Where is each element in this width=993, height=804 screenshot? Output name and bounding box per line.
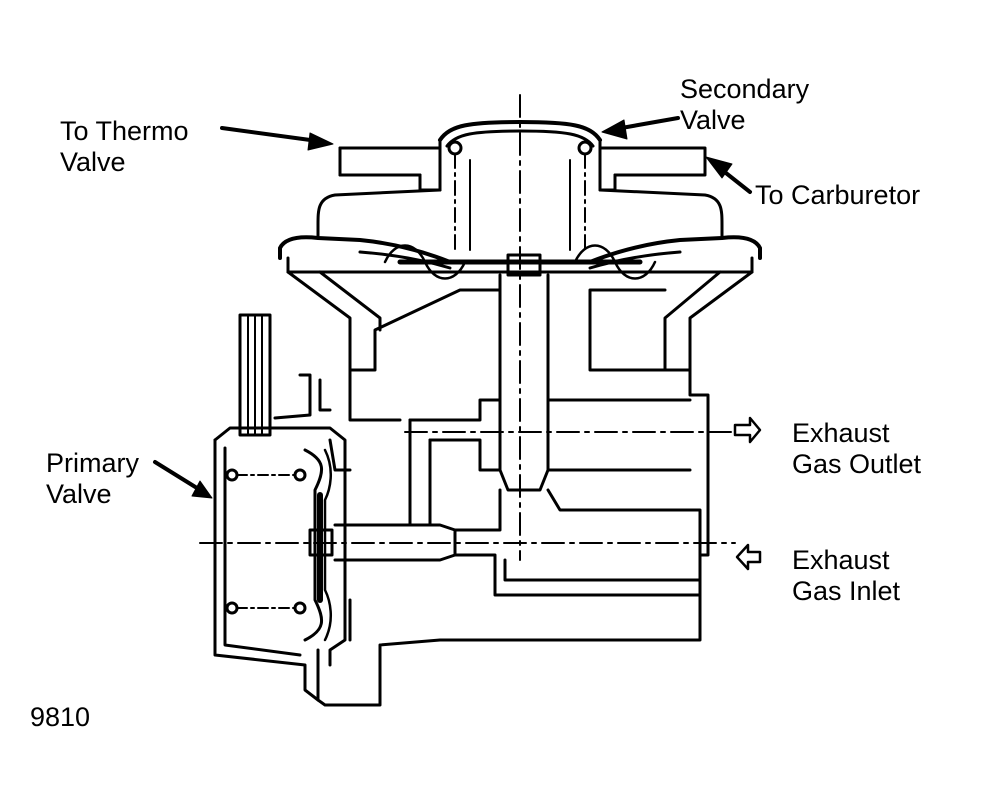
leader-arrows bbox=[153, 116, 752, 499]
label-exhaust-gas-outlet: Exhaust Gas Outlet bbox=[792, 418, 921, 480]
label-line: To Thermo bbox=[60, 116, 189, 146]
label-line: Valve bbox=[60, 147, 126, 177]
label-to-thermo-valve: To Thermo Valve bbox=[60, 116, 189, 178]
label-line: Primary bbox=[46, 448, 139, 478]
label-line: Valve bbox=[46, 479, 112, 509]
thermo-valve-arrow bbox=[220, 126, 327, 144]
label-to-carburetor: To Carburetor bbox=[755, 180, 920, 211]
valve-stem bbox=[498, 94, 550, 561]
primary-valve-housing bbox=[213, 313, 622, 707]
outlet-flow-arrow-icon bbox=[733, 416, 762, 444]
label-line: Gas Inlet bbox=[792, 576, 901, 606]
thermo-valve-port bbox=[338, 146, 442, 192]
arrow-head-icon bbox=[307, 132, 334, 151]
flow-arrows bbox=[733, 416, 762, 571]
inlet-channel bbox=[199, 488, 736, 597]
outlet-channel bbox=[404, 398, 736, 527]
label-line: Exhaust bbox=[792, 545, 890, 575]
label-primary-valve: Primary Valve bbox=[46, 448, 139, 510]
label-line: Gas Outlet bbox=[792, 449, 922, 479]
label-secondary-valve: Secondary Valve bbox=[680, 74, 809, 136]
arrow-head-icon bbox=[191, 480, 213, 499]
carburetor-port bbox=[598, 146, 707, 192]
label-line: Exhaust bbox=[792, 418, 890, 448]
label-line: To Carburetor bbox=[755, 180, 921, 210]
label-line: 9810 bbox=[30, 702, 91, 732]
label-line: Secondary bbox=[680, 74, 810, 104]
label-line: Valve bbox=[680, 105, 746, 135]
inlet-flow-arrow-icon bbox=[735, 543, 762, 571]
arrow-head-icon bbox=[705, 156, 733, 179]
figure-number: 9810 bbox=[30, 702, 90, 733]
lower-funnel-body bbox=[286, 270, 754, 642]
arrow-head-icon bbox=[601, 119, 628, 140]
label-exhaust-gas-inlet: Exhaust Gas Inlet bbox=[792, 545, 900, 607]
